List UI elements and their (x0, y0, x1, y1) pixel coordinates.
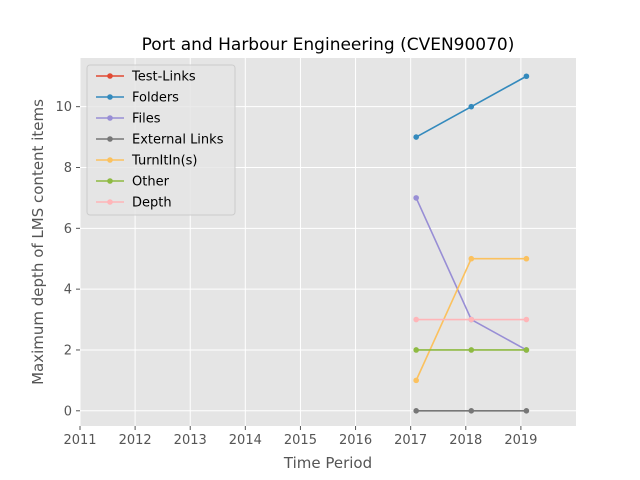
data-point-external-links (468, 407, 475, 414)
series-folders (413, 73, 530, 140)
y-tick-label: 8 (64, 161, 72, 176)
legend-item-test-links: Test-Links (96, 70, 196, 85)
legend-item-folders: Folders (96, 91, 179, 106)
axis-ticks: 2011 2012 2013 2014 2015 2016 2017 2018 2019 0 2 4 6… (55, 100, 537, 448)
y-tick-label: 0 (64, 404, 72, 419)
data-point-external-links (523, 407, 530, 414)
legend-marker (107, 199, 113, 205)
legend-box (86, 64, 236, 216)
y-tick-label: 6 (64, 222, 72, 237)
data-point-depth (413, 316, 419, 323)
legend-marker (107, 94, 113, 100)
legend-label: Other (132, 175, 170, 190)
data-point-folders (413, 134, 419, 140)
data-point-folders (468, 103, 475, 110)
legend-marker (107, 115, 113, 121)
series-depth (413, 316, 530, 323)
series-layer (413, 73, 530, 414)
legend-marker (107, 178, 113, 184)
legend-label: External Links (132, 133, 224, 148)
x-tick-label: 2018 (449, 433, 482, 448)
y-tick-label: 4 (64, 283, 72, 298)
data-point-other (523, 347, 530, 353)
legend-item-depth: Depth (96, 196, 172, 211)
x-tick-label: 2017 (394, 433, 427, 448)
x-tick-label: 2013 (174, 433, 207, 448)
data-point-turnitin-s (523, 255, 530, 262)
legend-label: Test-Links (131, 70, 196, 85)
x-tick-label: 2011 (63, 433, 96, 448)
legend-item-other: Other (96, 175, 170, 190)
data-point-files (413, 195, 419, 201)
series-external-links (413, 407, 530, 414)
data-point-turnitin-s (468, 255, 475, 262)
data-point-depth (468, 316, 475, 323)
legend-item-turnitin-s: TurnItIn(s) (96, 154, 197, 169)
data-point-turnitin-s (413, 377, 419, 384)
y-tick-label: 10 (55, 100, 72, 115)
legend-item-files: Files (96, 112, 161, 127)
data-point-folders (523, 73, 530, 80)
data-point-external-links (413, 407, 419, 414)
x-axis-label: Time Period (283, 454, 372, 472)
chart-title: Port and Harbour Engineering (CVEN90070) (142, 35, 515, 55)
x-tick-label: 2016 (339, 433, 372, 448)
y-tick-label: 2 (64, 343, 72, 358)
grid (79, 58, 576, 426)
legend-item-external-links: External Links (96, 133, 224, 148)
x-tick-label: 2015 (284, 433, 317, 448)
legend-label: TurnItIn(s) (131, 154, 197, 169)
legend-label: Files (132, 112, 161, 127)
legend-marker (107, 73, 113, 79)
y-axis-label: Maximum depth of LMS content items (29, 99, 47, 385)
legend-marker (107, 157, 113, 163)
x-tick-label: 2019 (504, 433, 537, 448)
legend-label: Folders (132, 91, 179, 106)
x-tick-label: 2012 (119, 433, 152, 448)
data-point-other (468, 347, 475, 353)
legend-label: Depth (132, 196, 172, 211)
series-other (413, 347, 530, 353)
x-tick-label: 2014 (229, 433, 262, 448)
data-point-other (413, 347, 419, 353)
data-point-depth (523, 316, 530, 323)
series-turnitin-s (413, 255, 530, 384)
legend-marker (107, 136, 113, 142)
